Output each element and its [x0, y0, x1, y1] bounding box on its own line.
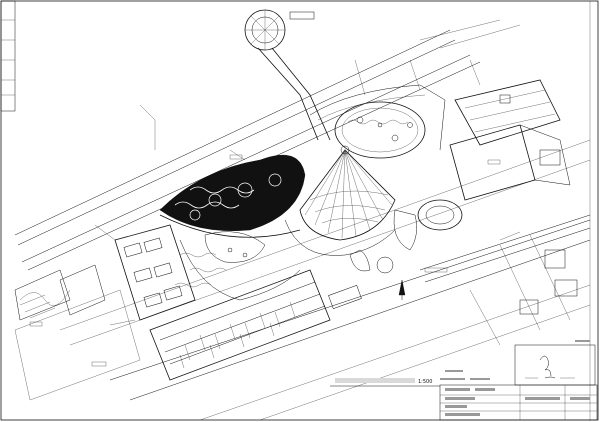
north-oval-garden [309, 84, 446, 159]
garden-lawns [174, 231, 301, 301]
west-residential-blocks [114, 224, 196, 321]
east-court [349, 199, 463, 274]
west-parcels [14, 264, 141, 401]
drawing-title-block: 1:500 [330, 378, 440, 387]
title-block [439, 344, 598, 421]
south-building-terraces [149, 269, 362, 381]
callout-leaders [29, 59, 521, 367]
scale-note: 1:500 [418, 379, 432, 385]
wooded-hill [159, 154, 306, 238]
diagonal-roads [14, 19, 591, 421]
north-arrow-icon [398, 279, 406, 300]
signature-mark [525, 355, 575, 379]
east-road-grid [419, 214, 591, 346]
annotation-ticks [440, 340, 590, 380]
east-buildings [449, 79, 571, 201]
pier-pavilion [244, 9, 331, 141]
fan-plaza [284, 145, 396, 256]
